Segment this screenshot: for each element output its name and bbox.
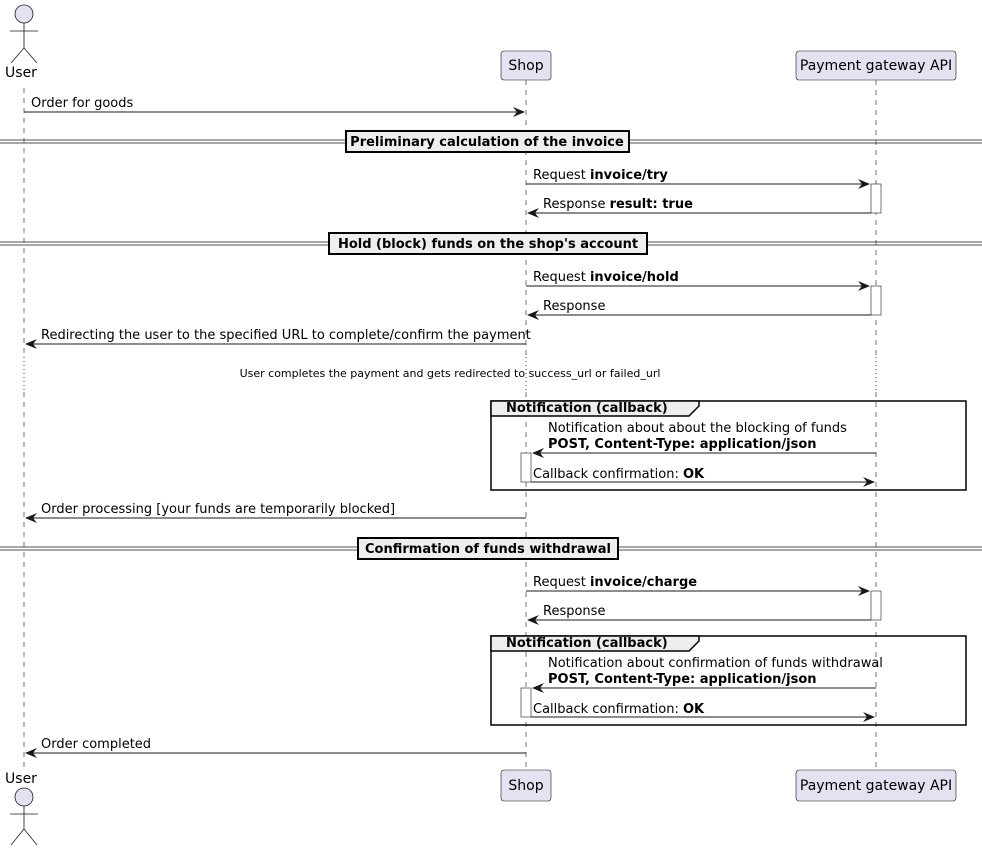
msg-hold-response-label: Response — [543, 299, 605, 314]
divider-1: Preliminary calculation of the invoice — [0, 130, 982, 153]
gateway-label-top: Payment gateway API — [800, 58, 952, 74]
participant-shop-top: Shop — [500, 50, 552, 81]
msg-notify-2-line1: Notification about confirmation of funds… — [548, 656, 883, 671]
msg-notify-1-line2: POST, Content-Type: application/json — [548, 437, 817, 452]
msg-charge-response-label: Response — [543, 604, 605, 619]
shop-label-top: Shop — [508, 58, 543, 74]
delay-note: User completes the payment and gets redi… — [240, 367, 661, 380]
user-actor-icon — [10, 4, 38, 64]
group-2: Notification (callback) — [490, 635, 967, 726]
divider-2: Hold (block) funds on the shop's account — [0, 232, 982, 255]
gateway-label-bottom: Payment gateway API — [800, 778, 952, 794]
msg-try-label: Request invoice/try — [533, 168, 668, 183]
msg-hold-label: Request invoice/hold — [533, 270, 679, 285]
msg-redirect-label: Redirecting the user to the specified UR… — [41, 328, 531, 343]
actor-user-top: User — [5, 4, 38, 81]
group-2-label: Notification (callback) — [506, 636, 668, 651]
msg-notify-1-line1: Notification about about the blocking of… — [548, 421, 847, 436]
msg-order-label: Order for goods — [31, 96, 133, 111]
actor-user-bottom: User — [5, 771, 38, 846]
divider-2-label: Hold (block) funds on the shop's account — [338, 237, 638, 252]
participant-gateway-bottom: Payment gateway API — [795, 769, 957, 802]
participant-gateway-top: Payment gateway API — [795, 50, 957, 81]
msg-callback-1-label: Callback confirmation: OK — [533, 467, 705, 482]
msg-notify-2-line2: POST, Content-Type: application/json — [548, 672, 817, 687]
msg-completed-label: Order completed — [41, 737, 151, 752]
msg-callback-2-label: Callback confirmation: OK — [533, 702, 705, 717]
shop-label-bottom: Shop — [508, 778, 543, 794]
divider-3: Confirmation of funds withdrawal — [0, 537, 982, 560]
user-label-top: User — [5, 65, 37, 81]
participant-shop-bottom: Shop — [500, 769, 552, 802]
user-label-bottom: User — [5, 771, 37, 787]
divider-1-label: Preliminary calculation of the invoice — [350, 135, 624, 150]
group-1: Notification (callback) — [490, 400, 967, 491]
msg-processing-label: Order processing [your funds are tempora… — [41, 502, 395, 517]
divider-3-label: Confirmation of funds withdrawal — [365, 542, 611, 557]
msg-charge-label: Request invoice/charge — [533, 575, 697, 590]
msg-try-response-label: Response result: true — [543, 197, 693, 212]
group-1-label: Notification (callback) — [506, 401, 668, 416]
user-actor-icon-bottom — [10, 787, 38, 846]
activations — [520, 183, 882, 718]
